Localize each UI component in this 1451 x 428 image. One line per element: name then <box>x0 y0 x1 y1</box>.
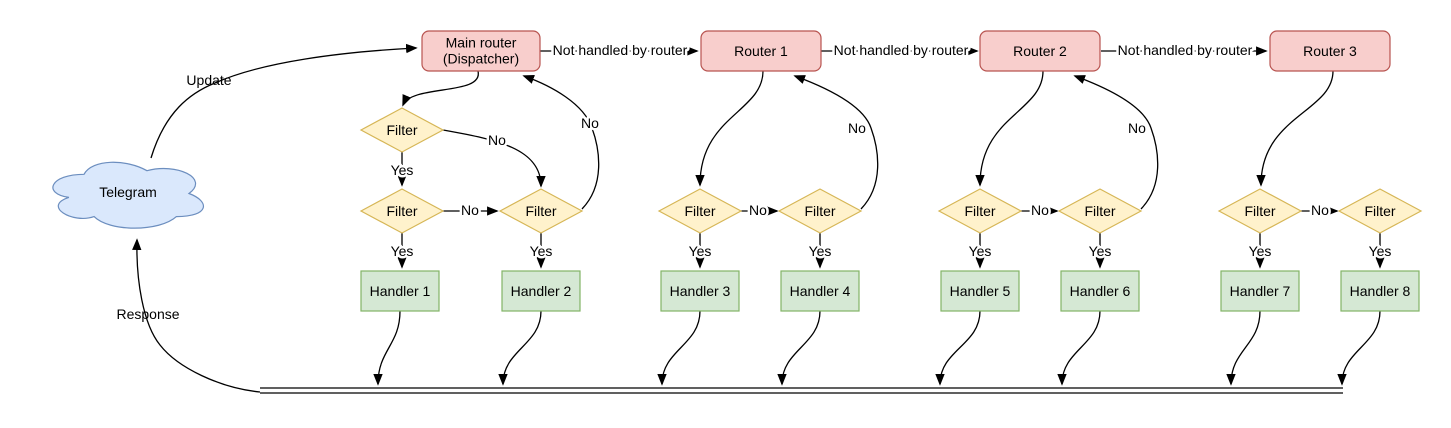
handler2-label: Handler 2 <box>511 283 572 299</box>
edge-handler8-bus <box>1337 310 1381 386</box>
router1-node <box>700 30 822 72</box>
edge-filter4-no-back <box>793 75 879 210</box>
no-label: No <box>749 202 767 218</box>
edge-filter0-no <box>442 129 546 188</box>
yes-label: Yes <box>689 243 712 259</box>
handler2-node <box>501 270 581 312</box>
edge-router1-to-filter <box>695 70 764 187</box>
edge-handler4-bus <box>777 310 821 386</box>
filter-label: Filter <box>804 203 835 219</box>
handler4-node <box>780 270 860 312</box>
handler7-node <box>1220 270 1300 312</box>
edges <box>132 43 1385 394</box>
edge-update <box>150 43 418 159</box>
edge-labels: Update Response Not handled by router No… <box>116 40 1393 323</box>
filter-label: Filter <box>964 203 995 219</box>
edge-router3-to-filter <box>1256 70 1334 187</box>
router2-label: Router 2 <box>1013 43 1067 59</box>
no-label: No <box>1311 202 1329 218</box>
edge-handler7-bus <box>1226 310 1261 386</box>
no-label: No <box>1031 202 1049 218</box>
no-label: No <box>488 132 506 148</box>
filter-diamond-r2-left <box>937 188 1023 234</box>
response-edge-label: Response <box>116 306 179 322</box>
handler8-node <box>1340 270 1420 312</box>
edge-filter6-no-back <box>1073 75 1159 210</box>
update-edge-label: Update <box>186 72 231 88</box>
edge-router2-to-filter <box>975 70 1044 187</box>
edge-handler2-bus <box>498 310 542 386</box>
handler3-label: Handler 3 <box>670 283 731 299</box>
not-handled-label-1: Not handled by router <box>553 42 688 58</box>
yes-label: Yes <box>1089 243 1112 259</box>
handler7-label: Handler 7 <box>1230 283 1291 299</box>
filter-label: Filter <box>386 122 417 138</box>
no-label: No <box>581 115 599 131</box>
telegram-label: Telegram <box>99 184 157 200</box>
edge-main-to-filter <box>402 70 479 107</box>
filter-diamond-r2-right <box>1057 188 1143 234</box>
no-label: No <box>461 202 479 218</box>
router3-label: Router 3 <box>1303 43 1357 59</box>
handler4-label: Handler 4 <box>790 283 851 299</box>
filter-diamond-r3-left <box>1217 188 1303 234</box>
edge-handler5-bus <box>935 310 981 386</box>
yes-label: Yes <box>391 162 414 178</box>
filter-label: Filter <box>1244 203 1275 219</box>
telegram-cloud <box>52 161 205 229</box>
edge-handler6-bus <box>1057 310 1101 386</box>
yes-label: Yes <box>969 243 992 259</box>
yes-label: Yes <box>530 243 553 259</box>
handler6-node <box>1060 270 1140 312</box>
no-label: No <box>848 120 866 136</box>
edge-filter2-no-back <box>522 74 600 210</box>
handler5-label: Handler 5 <box>950 283 1011 299</box>
not-handled-label-2: Not handled by router <box>834 42 969 58</box>
filter-diamond-main-right <box>498 188 584 234</box>
edge-response <box>132 238 261 393</box>
handler6-label: Handler 6 <box>1070 283 1131 299</box>
handler5-node <box>940 270 1020 312</box>
filter-diamond-r1-left <box>657 188 743 234</box>
yes-label: Yes <box>1369 243 1392 259</box>
filter-label: Filter <box>525 203 556 219</box>
handler1-label: Handler 1 <box>370 283 431 299</box>
filter-label: Filter <box>1364 203 1395 219</box>
filter-diamond-main-left <box>359 188 445 234</box>
yes-label: Yes <box>1249 243 1272 259</box>
filter-label: Filter <box>386 203 417 219</box>
filter-label: Filter <box>1084 203 1115 219</box>
nodes: Telegram Main router (Dispatcher) Router… <box>52 30 1423 312</box>
not-handled-label-3: Not handled by router <box>1118 42 1253 58</box>
main-router-label: Main router <box>446 35 517 51</box>
handler8-label: Handler 8 <box>1350 283 1411 299</box>
no-label: No <box>1128 120 1146 136</box>
router1-label: Router 1 <box>734 43 788 59</box>
handler1-node <box>360 270 440 312</box>
yes-label: Yes <box>809 243 832 259</box>
router3-node <box>1269 30 1391 72</box>
edge-handler1-bus <box>373 310 401 386</box>
main-router-node <box>421 30 541 72</box>
filter-label: Filter <box>684 203 715 219</box>
main-router-sublabel: (Dispatcher) <box>443 51 519 67</box>
filter-diamond-r1-right <box>777 188 863 234</box>
filter-diamond-r3-right <box>1337 188 1423 234</box>
edge-handler3-bus <box>657 310 701 386</box>
yes-label: Yes <box>391 243 414 259</box>
router2-node <box>979 30 1101 72</box>
filter-diamond-main-top <box>359 107 445 153</box>
handler3-node <box>660 270 740 312</box>
